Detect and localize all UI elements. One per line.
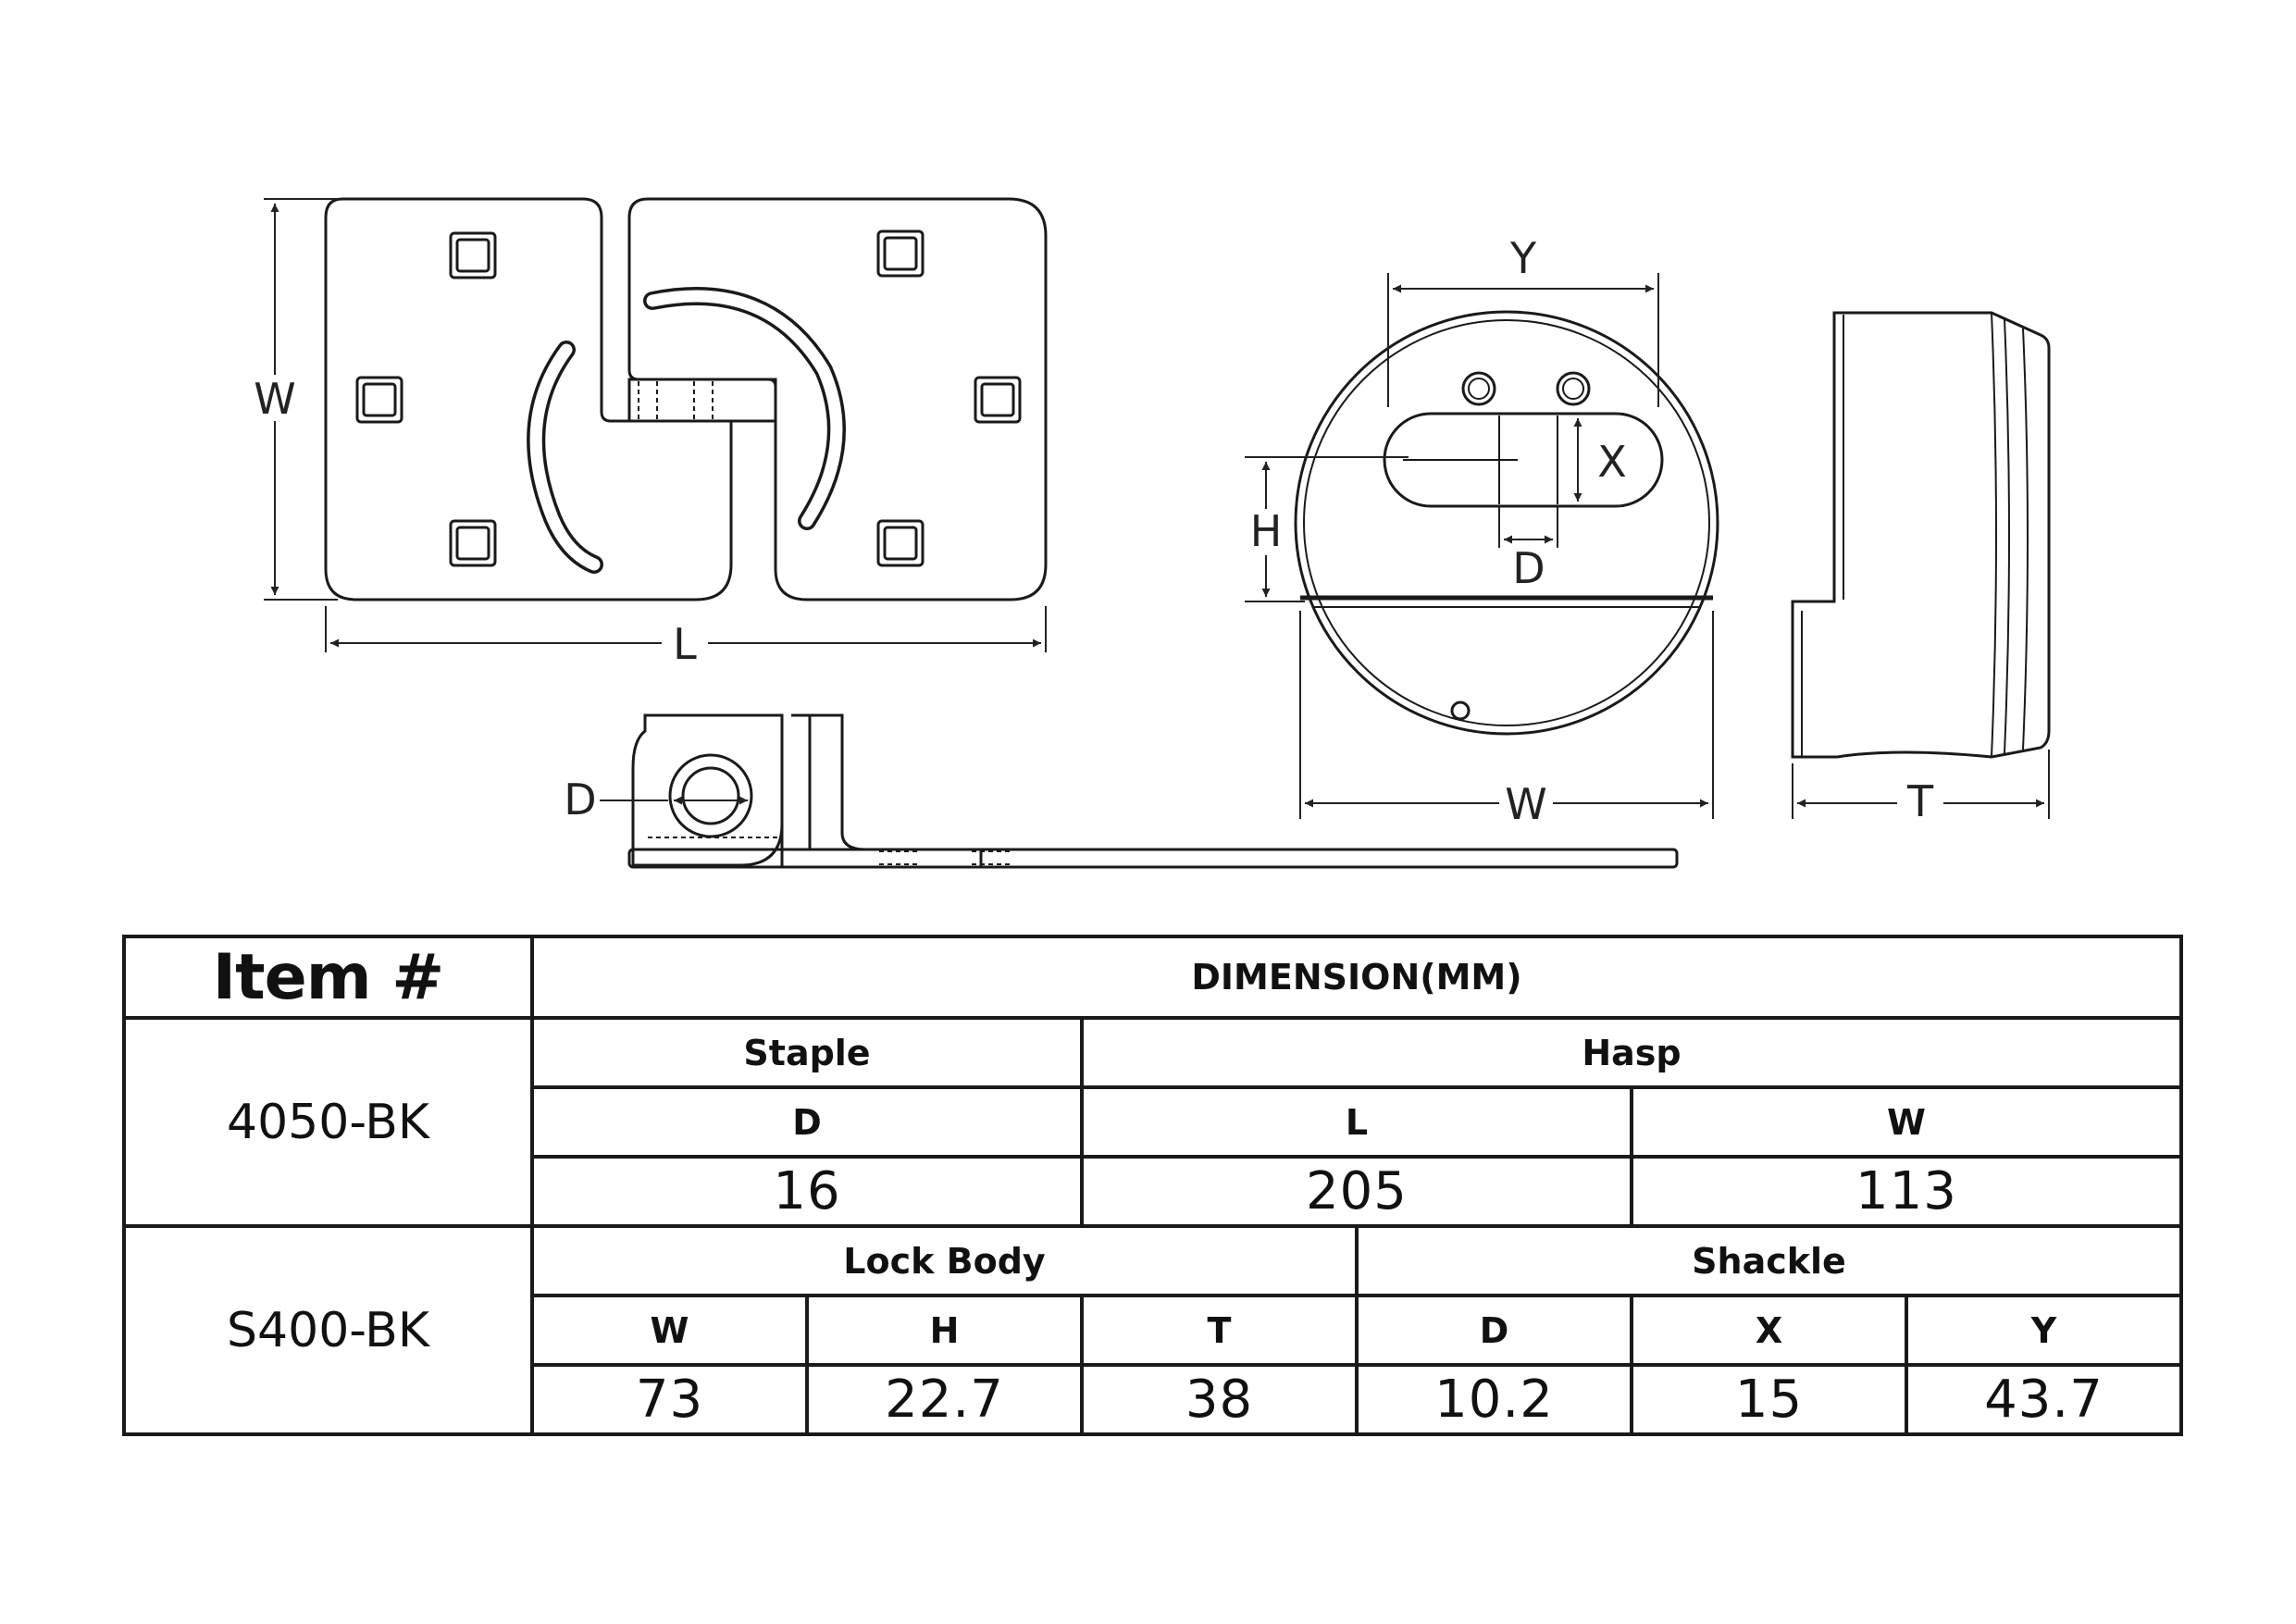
staple-base (627, 848, 1679, 869)
value-shackle-y: 43.7 (1905, 1363, 2183, 1436)
lock-body-width-label: W (1505, 779, 1546, 829)
lock-thickness-label: T (1906, 776, 1934, 826)
column-label-lock-body-h: H (805, 1294, 1084, 1367)
value-staple-d: 16 (530, 1155, 1084, 1228)
shackle-height-label: X (1597, 437, 1627, 487)
staple-eye-plate (631, 713, 784, 867)
hasp-left-slot-inner (529, 343, 601, 571)
lock-keyhole (1450, 700, 1471, 721)
shackle-diameter-label: D (1512, 543, 1545, 593)
group-header-staple: Staple (530, 1016, 1084, 1089)
lock-front-hole (1556, 371, 1591, 406)
hasp-screw-holes (355, 229, 1022, 567)
hasp-right-slot (643, 287, 846, 530)
column-label-hasp-l: L (1080, 1085, 1633, 1159)
item-code-s400-bk: S400-BK (122, 1224, 534, 1436)
hasp-right-leaf (627, 197, 1048, 601)
hasp-drawing (324, 197, 1048, 601)
column-label-shackle-x: X (1630, 1294, 1908, 1367)
lock-side-outline (1791, 311, 2051, 759)
staple-upright (780, 713, 983, 869)
column-label-lock-body-t: T (1080, 1294, 1359, 1367)
staple-drawing (627, 713, 1679, 869)
value-shackle-d: 10.2 (1355, 1363, 1633, 1436)
group-header-shackle: Shackle (1355, 1224, 2183, 1297)
hasp-width-label: W (254, 374, 295, 424)
hasp-length-label: L (673, 619, 697, 669)
staple-diameter-label: D (564, 775, 596, 824)
value-lock-body-t: 38 (1080, 1363, 1359, 1436)
dimension-header: DIMENSION(MM) (530, 935, 2183, 1020)
column-label-shackle-y: Y (1905, 1294, 2183, 1367)
value-hasp-l: 205 (1080, 1155, 1633, 1228)
hasp-dimensions (264, 198, 1047, 652)
hasp-hinge (627, 378, 777, 423)
hasp-right-slot-inner (646, 290, 843, 527)
lock-side-drawing (1791, 311, 2051, 759)
lock-front-hole (1461, 371, 1496, 406)
shackle-span-label: Y (1509, 233, 1537, 283)
lock-front-dimensions (1245, 273, 1714, 819)
column-label-hasp-w: W (1630, 1085, 2183, 1159)
lock-body-outline (1294, 310, 1719, 736)
technical-drawing: W L D (254, 197, 2051, 869)
value-lock-body-h: 22.7 (805, 1363, 1084, 1436)
value-hasp-w: 113 (1630, 1155, 2183, 1228)
column-label-shackle-d: D (1355, 1294, 1633, 1367)
item-column-header: Item # (122, 935, 534, 1020)
hasp-left-leaf (324, 197, 733, 601)
dimension-table: Item # DIMENSION(MM) 4050-BK Staple Hasp… (122, 935, 2183, 1436)
column-label-staple-d: D (530, 1085, 1084, 1159)
group-header-hasp: Hasp (1080, 1016, 2183, 1089)
group-header-lock-body: Lock Body (530, 1224, 1359, 1297)
lock-front-drawing (1294, 310, 1719, 736)
lock-body-height-label: H (1250, 506, 1283, 556)
value-shackle-x: 15 (1630, 1363, 1908, 1436)
item-code-4050-bk: 4050-BK (122, 1016, 534, 1228)
value-lock-body-w: 73 (530, 1363, 809, 1436)
column-label-lock-body-w: W (530, 1294, 809, 1367)
